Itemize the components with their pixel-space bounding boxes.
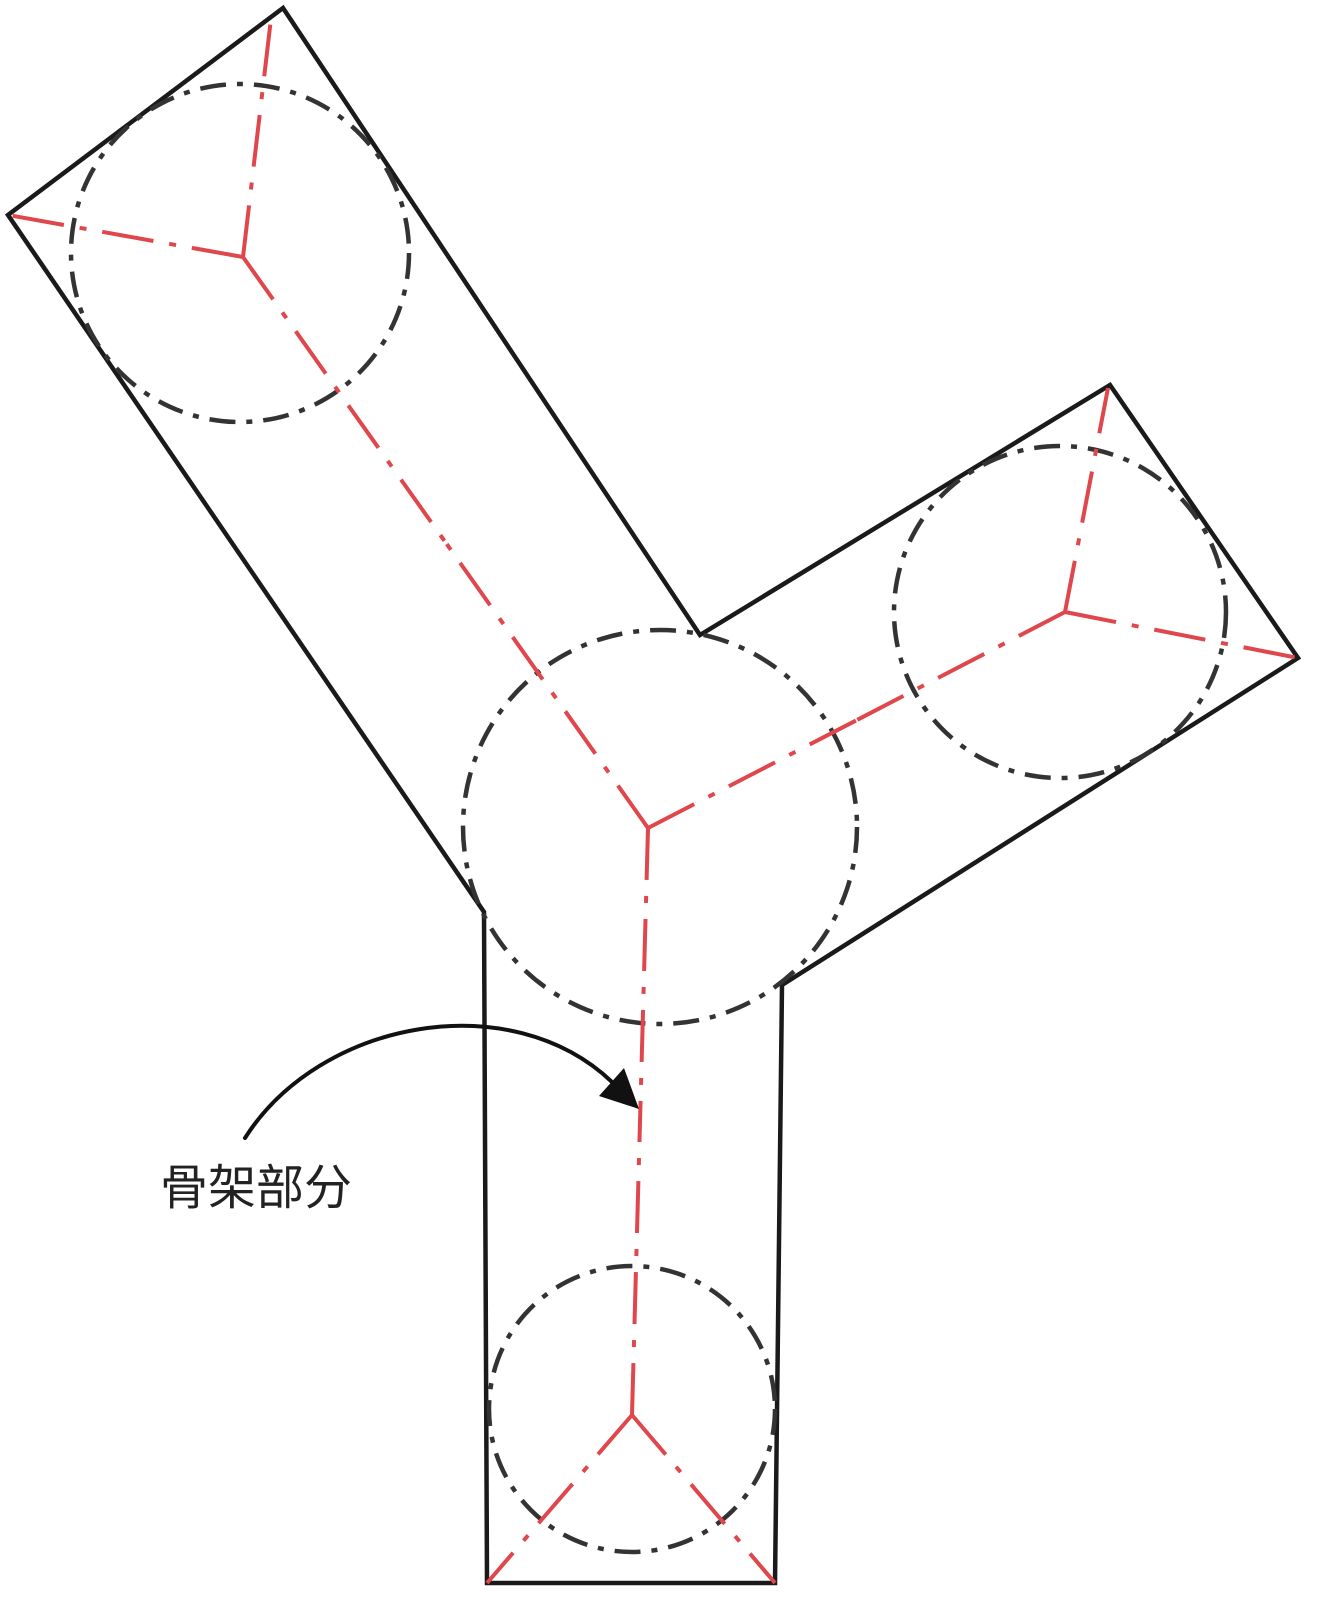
skeleton-line-upper-left-to-center [241, 255, 448, 545]
skeleton-line-bottom-to-center [630, 1121, 642, 1416]
skeleton-line-right-right [1064, 610, 1299, 660]
skeleton-line-bottom-left [485, 1413, 634, 1585]
arrowhead-icon [599, 1068, 639, 1109]
dashed-circle-right [891, 443, 1229, 781]
skeleton-line-right-top [1063, 387, 1110, 613]
y-shape-outline [4, 4, 1302, 1586]
skeleton-line-upper-left-left [7, 213, 244, 259]
skeleton-line-upper-left-top [241, 9, 274, 258]
skeleton-line-bottom-right [630, 1413, 777, 1585]
annotation-label: 骨架部分 [160, 1160, 352, 1216]
skeleton-line-center-to-bottom [638, 827, 650, 1123]
dashed-circle-upper-left [68, 81, 412, 425]
dashed-circle-center [460, 627, 860, 1027]
annotation-arrow [243, 1023, 614, 1140]
skeleton-lines [7, 9, 1299, 1585]
skeleton-line-center-to-right [647, 718, 858, 830]
dashed-circle-bottom [486, 1263, 778, 1555]
skeleton-line-center-to-upper-left [444, 541, 650, 830]
skeleton-line-right-to-center [856, 610, 1066, 722]
